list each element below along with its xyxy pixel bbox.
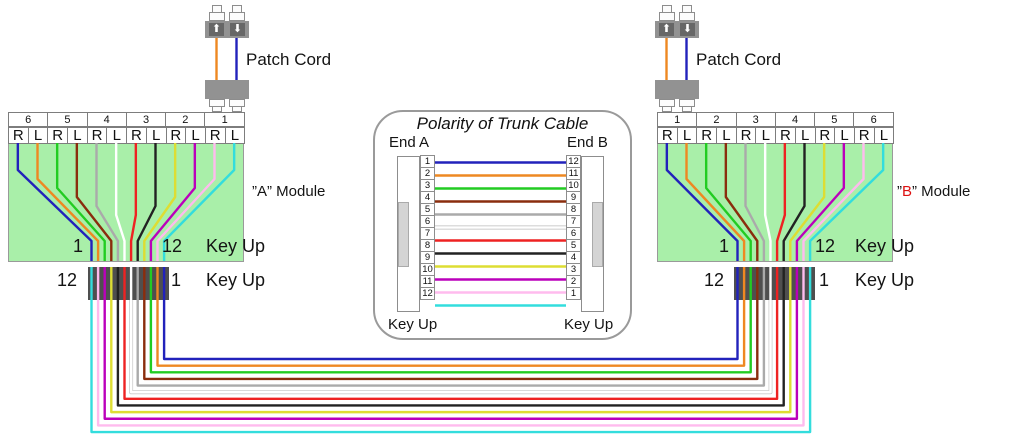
end-b-label: End B [567, 134, 608, 151]
lc-plug-icon [679, 12, 695, 21]
module-b-fan-pos1: 1 [719, 236, 730, 256]
end-b-position-cell: 1 [566, 287, 581, 300]
module-b-rl-cell: L [716, 127, 737, 144]
module-b-mpo-pos12: 12 [704, 270, 725, 290]
module-a-mpo-pos12: 12 [57, 270, 78, 290]
module-a-rl-cell: R [204, 127, 226, 144]
module-b-fan-pos12: 12 [815, 236, 836, 256]
module-a-rl-cell: R [165, 127, 187, 144]
module-b-port-cell: 2 [696, 112, 737, 127]
module-b-rl-cell: L [676, 127, 698, 144]
module-b-rl-cell: R [735, 127, 757, 144]
module-a-port-cell: 6 [8, 112, 49, 127]
polarity-panel-title: Polarity of Trunk Cable [416, 114, 589, 133]
end-b-position-cell: 12 [566, 155, 581, 168]
module-a-rl-cell: L [27, 127, 49, 144]
module-a-mpo-key-up: Key Up [206, 270, 266, 290]
end-a-label: End A [389, 134, 430, 151]
end-a-key [398, 202, 409, 267]
module-a-rl-cell: L [224, 127, 246, 144]
lc-plug-icon [659, 12, 675, 21]
module-b-mpo-pos1: 1 [819, 270, 830, 290]
module-b-rl-cell: L [794, 127, 816, 144]
module-b-rl-cell: R [814, 127, 836, 144]
module-a-port-cell: 3 [125, 112, 167, 127]
up-arrow-icon: ⬆ [209, 23, 224, 36]
module-a-rl-cell: R [47, 127, 69, 144]
end-a-position-cell: 10 [420, 263, 435, 276]
module-a-title: ”A” Module [252, 184, 325, 200]
down-arrow-icon: ⬇ [230, 23, 245, 36]
module-letter: B [902, 183, 913, 200]
module-b-port-cell: 6 [853, 112, 894, 127]
module-b-port-cell: 4 [774, 112, 816, 127]
end-b-key [592, 202, 603, 267]
end-b-key-up-label: Key Up [564, 316, 614, 333]
module-a-port-cell: 1 [204, 112, 245, 127]
end-a-key-up-label: Key Up [388, 316, 438, 333]
module-b-port-cell: 1 [657, 112, 698, 127]
module-b-rl-cell: R [696, 127, 718, 144]
up-arrow-icon: ⬆ [659, 23, 674, 36]
module-a-port-cell: 4 [86, 112, 127, 127]
module-a-rl-cell: R [126, 127, 147, 144]
module-a-rl-cell: R [86, 127, 108, 144]
end-b-position-cell: 10 [566, 179, 581, 192]
module-b-fan-key-up: Key Up [855, 236, 915, 256]
lc-plug-icon [662, 106, 672, 112]
module-b-port-cell: 3 [735, 112, 776, 127]
module-b-rl-cell: R [657, 127, 678, 144]
module-b-rl-cell: R [775, 127, 796, 144]
open-quote: ” [897, 183, 902, 200]
lc-plug-icon [212, 106, 222, 112]
module-b-rl-cell: L [873, 127, 895, 144]
module-a-rl-cell: L [185, 127, 206, 144]
close-quote-and-word: ” Module [267, 183, 326, 200]
module-b-port-cell: 5 [814, 112, 855, 127]
module-a-mpo-connector [88, 267, 169, 300]
lc-plug-icon [232, 106, 242, 112]
module-a-port-cell: 5 [47, 112, 88, 127]
module-a-fan-pos12: 12 [162, 236, 183, 256]
module-b-mpo-key-up: Key Up [855, 270, 915, 290]
close-quote-and-word: ” Module [912, 183, 971, 200]
module-a-mpo-pos1: 1 [171, 270, 182, 290]
module-b-rl-cell: R [853, 127, 875, 144]
module-b-title: ”B” Module [897, 184, 970, 200]
module-a-rl-cell: L [67, 127, 88, 144]
module-b-mpo-connector [734, 267, 815, 300]
duplex-connector [205, 80, 249, 99]
lc-plug-icon [229, 12, 245, 21]
lc-plug-icon [209, 12, 225, 21]
end-b-position-cell: 2 [566, 275, 581, 288]
patch-cord-label: Patch Cord [696, 50, 782, 69]
open-quote: ” [252, 183, 257, 200]
end-a-position-cell: 12 [420, 287, 435, 300]
module-b-rl-cell: L [755, 127, 777, 144]
duplex-connector [655, 80, 699, 99]
module-a-rl-cell: L [145, 127, 167, 144]
module-a-rl-cell: L [106, 127, 128, 144]
module-a-rl-cell: R [8, 127, 29, 144]
down-arrow-icon: ⬇ [680, 23, 695, 36]
module-b-rl-cell: L [834, 127, 855, 144]
end-a-position-cell: 8 [420, 239, 435, 252]
lc-plug-icon [682, 106, 692, 112]
module-letter: A [257, 183, 268, 200]
module-a-fan-key-up: Key Up [206, 236, 266, 256]
module-a-fan-pos1: 1 [73, 236, 84, 256]
module-a-port-cell: 2 [165, 112, 206, 127]
patch-cord-label: Patch Cord [246, 50, 332, 69]
